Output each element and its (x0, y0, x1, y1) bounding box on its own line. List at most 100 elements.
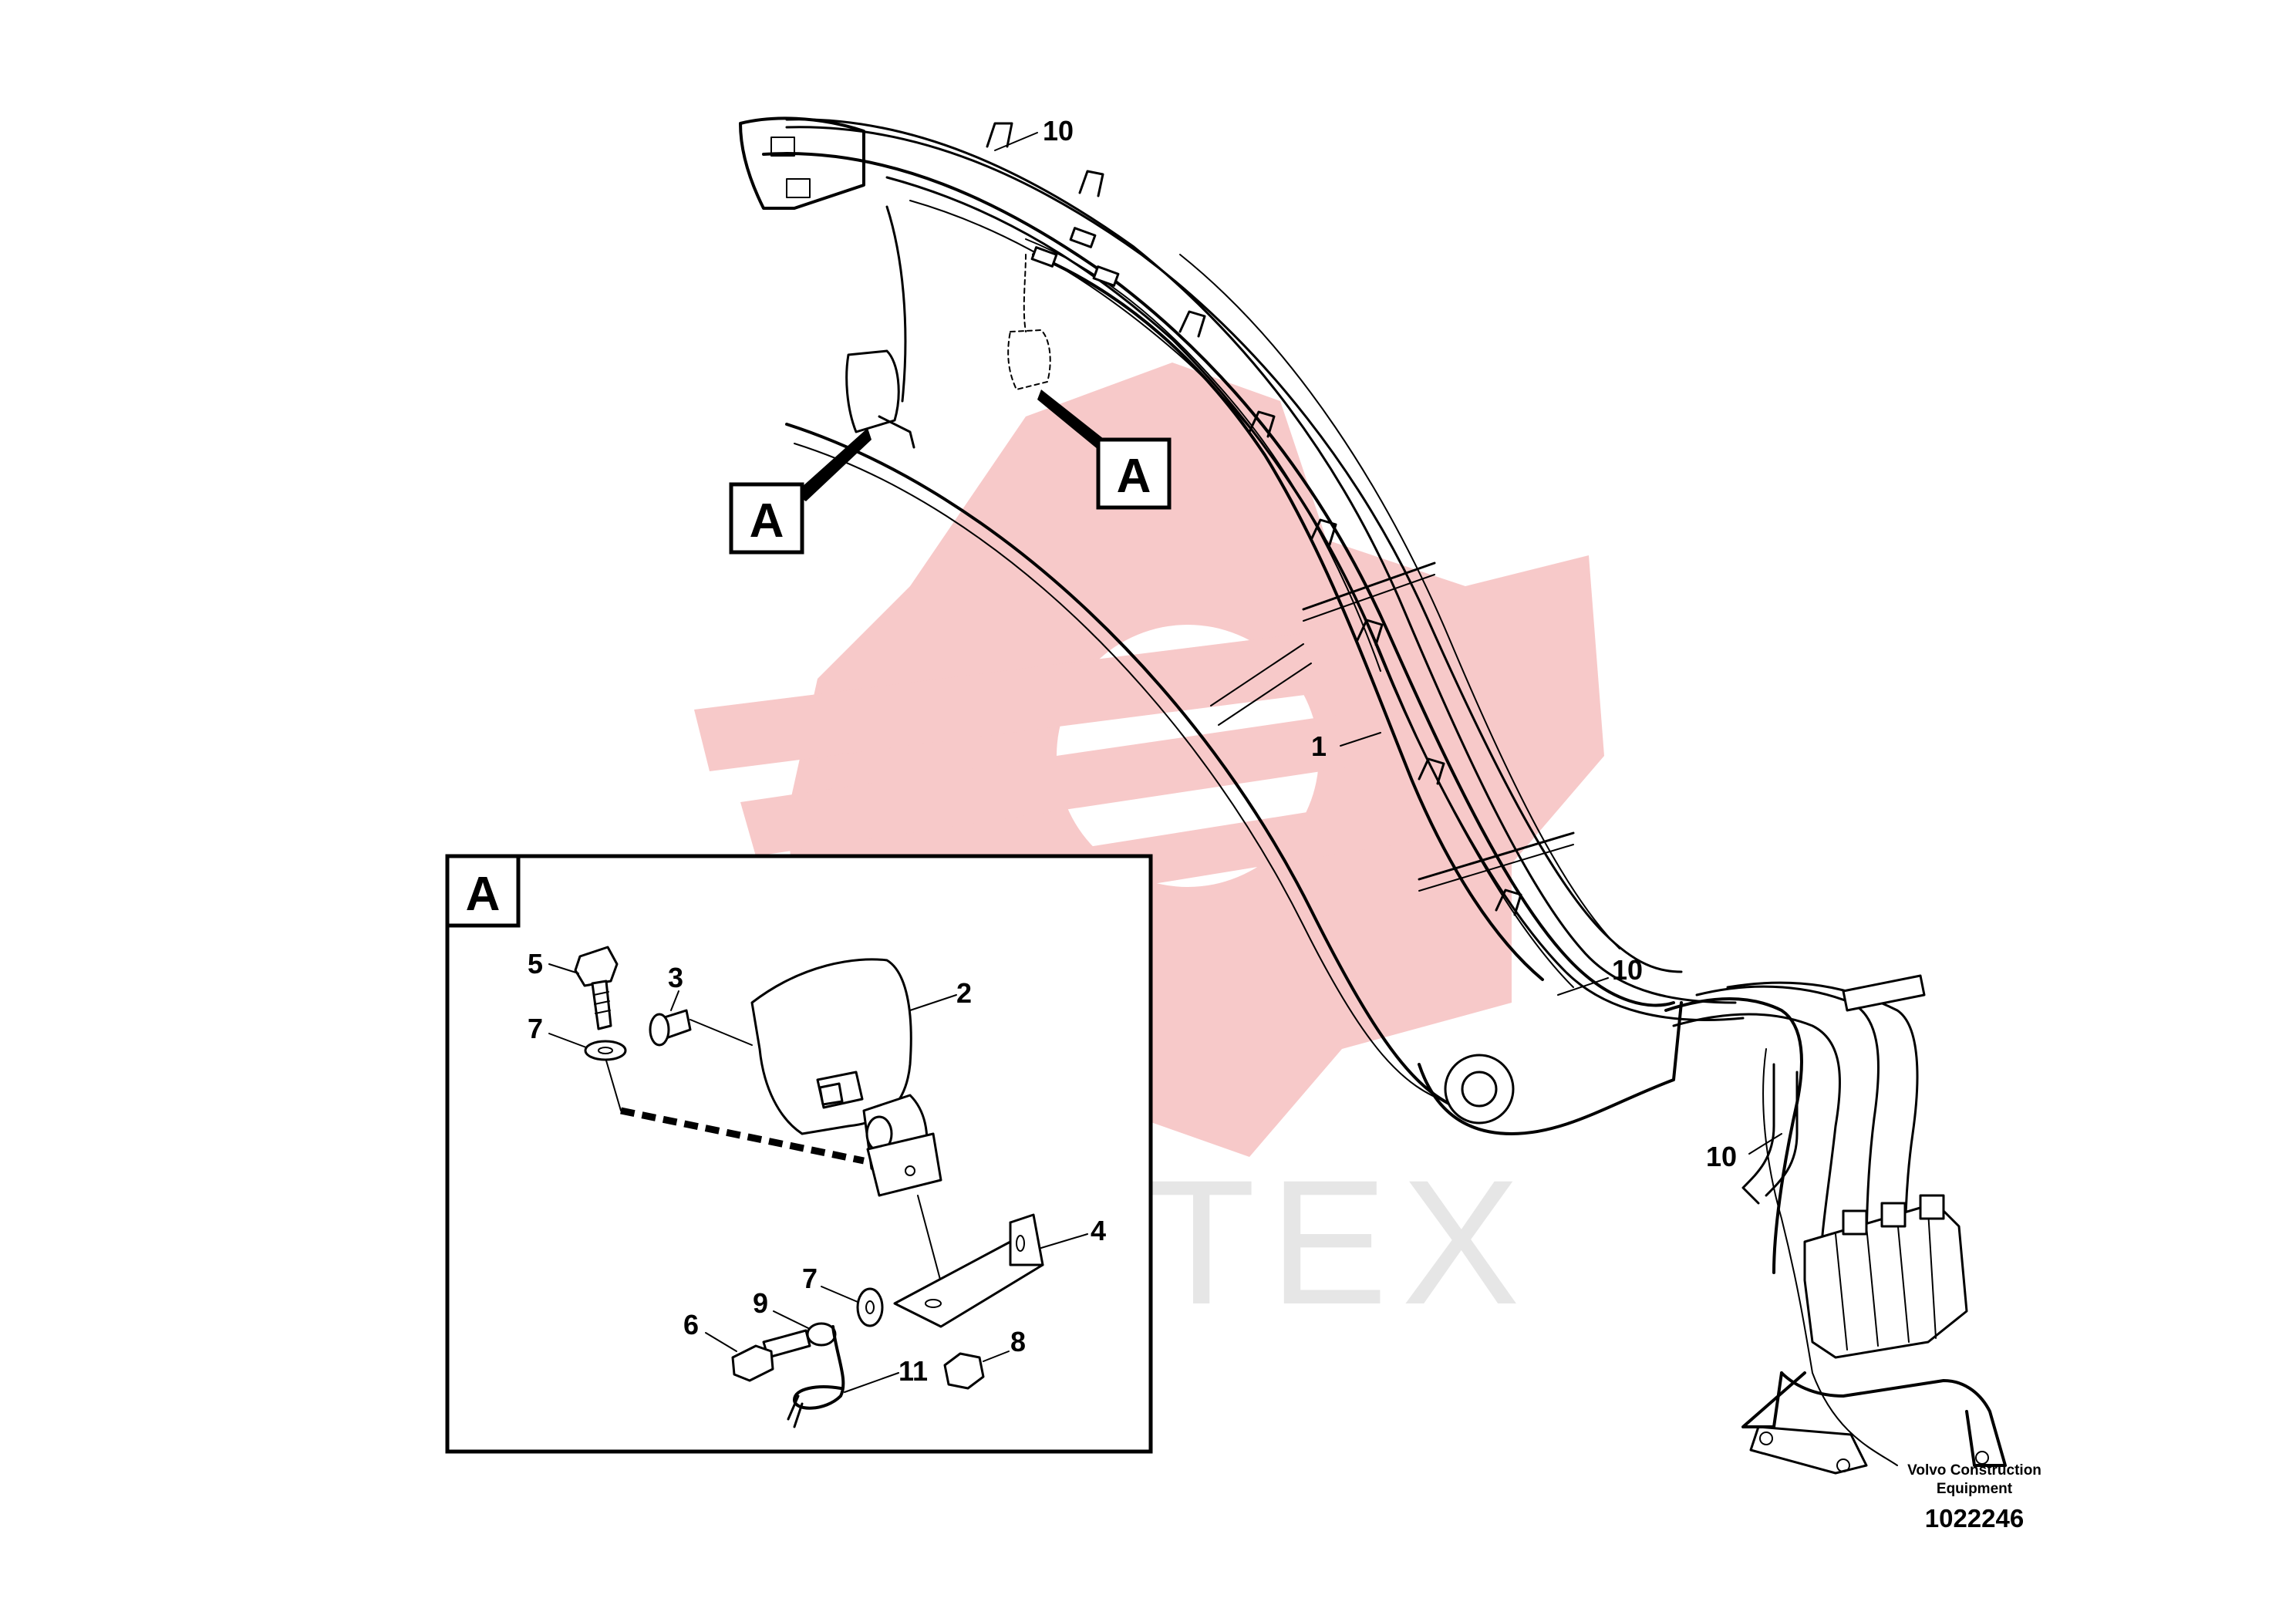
bolt-part-5 (574, 946, 619, 1030)
leader-11 (844, 1372, 899, 1393)
valve-hose-2 (1672, 1013, 1842, 1282)
leader-line (994, 132, 1038, 151)
alignment-dashed (620, 1107, 865, 1165)
pin-leader (689, 1019, 753, 1046)
detail-view-a: A (445, 854, 1153, 1454)
view-a-marker-left: A (729, 428, 872, 555)
bracket-part-4 (893, 1213, 1044, 1328)
mount-bar-lower (1418, 831, 1575, 881)
view-label-text: A (1117, 450, 1151, 503)
clamp (1418, 757, 1445, 785)
lamp-housing-hidden (1007, 329, 1051, 390)
detail-frame (445, 854, 1153, 1454)
arm-tip-lug-2 (786, 178, 811, 198)
callout-label-11: 11 (899, 1355, 928, 1387)
fitting (1092, 265, 1120, 287)
valve-bolt (1836, 1458, 1850, 1472)
leader-line (1340, 732, 1381, 747)
hose-clamps (986, 122, 1522, 916)
ring-part-9 (806, 1322, 837, 1347)
boom-foot (1418, 1001, 1683, 1135)
hose-bundle (785, 118, 1745, 1021)
alignment-line (605, 1060, 622, 1111)
boom-lower-edge-inner (794, 443, 1451, 1104)
lamp-mount-block (866, 1132, 942, 1197)
callout-label-7-upper: 7 (528, 1013, 543, 1044)
control-valve-assembly (1664, 974, 2007, 1475)
bracket-hole (1016, 1235, 1025, 1252)
work-lamp-right-dashed (1007, 254, 1051, 390)
caption-drawing-number: 1022246 (1925, 1504, 2024, 1533)
view-label-box (729, 482, 804, 555)
boom-upper-edge-2 (785, 126, 1683, 973)
leader-line (1748, 1133, 1782, 1155)
callout-10-top: 10 (994, 115, 1074, 151)
lamp-body (750, 958, 912, 1135)
leader-5 (548, 963, 579, 974)
fitting (1069, 227, 1097, 248)
valve-stand (1780, 1371, 2007, 1467)
callout-label-2: 2 (956, 977, 972, 1009)
callout-label: 10 (1706, 1141, 1737, 1172)
clamp (1248, 410, 1276, 438)
view-label-text: A (750, 494, 784, 548)
valve-spool-cap (1880, 1202, 1907, 1228)
valve-hose-3 (1695, 985, 1880, 1274)
callout-label: 10 (1612, 954, 1643, 986)
work-lamp-left (845, 205, 915, 449)
clip-loop (793, 1325, 845, 1410)
mount-bar-upper-2 (1303, 574, 1435, 622)
caption-company-line1: Volvo Construction (1907, 1462, 2041, 1479)
clip-tail (793, 1402, 804, 1428)
hose-1 (785, 118, 1737, 1004)
clamp (1078, 170, 1104, 197)
arm-tip-lug-1 (770, 137, 795, 157)
boom-assembly (739, 116, 1683, 1135)
pipe-curve (1765, 1071, 1799, 1197)
callout-label-6: 6 (683, 1309, 699, 1340)
watermark-swoosh-1 (694, 632, 1311, 771)
lamp-connector-plug (818, 1082, 844, 1106)
watermark-swoosh-2 (740, 710, 1373, 856)
callout-label-8: 8 (1010, 1326, 1026, 1357)
washer-part-7-lower (856, 1287, 884, 1327)
valve-section-line (1927, 1210, 1937, 1339)
callout-label: 1 (1311, 730, 1327, 762)
callout-label-3: 3 (668, 962, 683, 993)
clip-tail (787, 1394, 800, 1421)
boom-brace-2 (1210, 643, 1304, 706)
fitting (1030, 246, 1058, 268)
valve-hose-5 (1762, 1048, 1898, 1466)
leader-2 (909, 994, 957, 1011)
clip-part-11 (787, 1325, 845, 1428)
boom-foot-pin-inner (1461, 1071, 1498, 1108)
bolt-part-6 (731, 1329, 811, 1382)
lamp-bracket (878, 415, 915, 449)
clamp (1495, 889, 1522, 916)
leader-pointer (794, 428, 872, 501)
detail-label-text: A (466, 868, 501, 921)
valve-base (1749, 1425, 1868, 1475)
drawing-caption: Volvo Construction Equipment 1022246 (1907, 1462, 2041, 1533)
washer-hole (865, 1300, 875, 1314)
pin-part-3 (649, 1009, 753, 1047)
washer-hole (598, 1047, 613, 1054)
nut-part-8 (943, 1352, 985, 1390)
callout-label-9: 9 (753, 1287, 768, 1319)
callout-10-mid: 10 (1557, 954, 1643, 996)
bolt-head (574, 946, 619, 987)
bolt-head (731, 1344, 774, 1382)
callout-1: 1 (1311, 730, 1381, 762)
leader-pointer (1037, 389, 1114, 457)
leader-4 (1040, 1233, 1088, 1249)
hose-2 (885, 176, 1745, 1021)
caption-company-line2: Equipment (1937, 1481, 2013, 1497)
boom-upper-edge (762, 152, 1675, 1007)
detail-label-box (445, 854, 521, 928)
boom-brace (1218, 663, 1312, 726)
mount-hole (905, 1165, 915, 1176)
callout-label-5: 5 (528, 948, 543, 980)
lamp-part-2 (750, 958, 942, 1197)
leader-8 (983, 1351, 1010, 1362)
